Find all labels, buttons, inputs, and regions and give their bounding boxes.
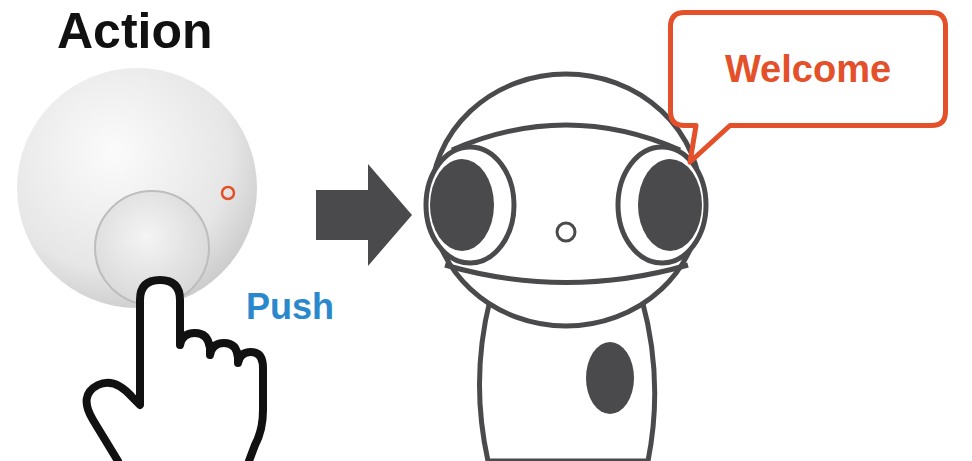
push-button bbox=[17, 68, 257, 308]
robot bbox=[426, 74, 706, 461]
action-label: Push bbox=[246, 286, 334, 328]
flow-arrow bbox=[316, 164, 412, 266]
diagram-title: Action bbox=[57, 2, 213, 60]
bubble-text: Welcome bbox=[668, 48, 948, 91]
speech-bubble: Welcome bbox=[668, 10, 948, 128]
pointing-hand bbox=[87, 280, 263, 461]
